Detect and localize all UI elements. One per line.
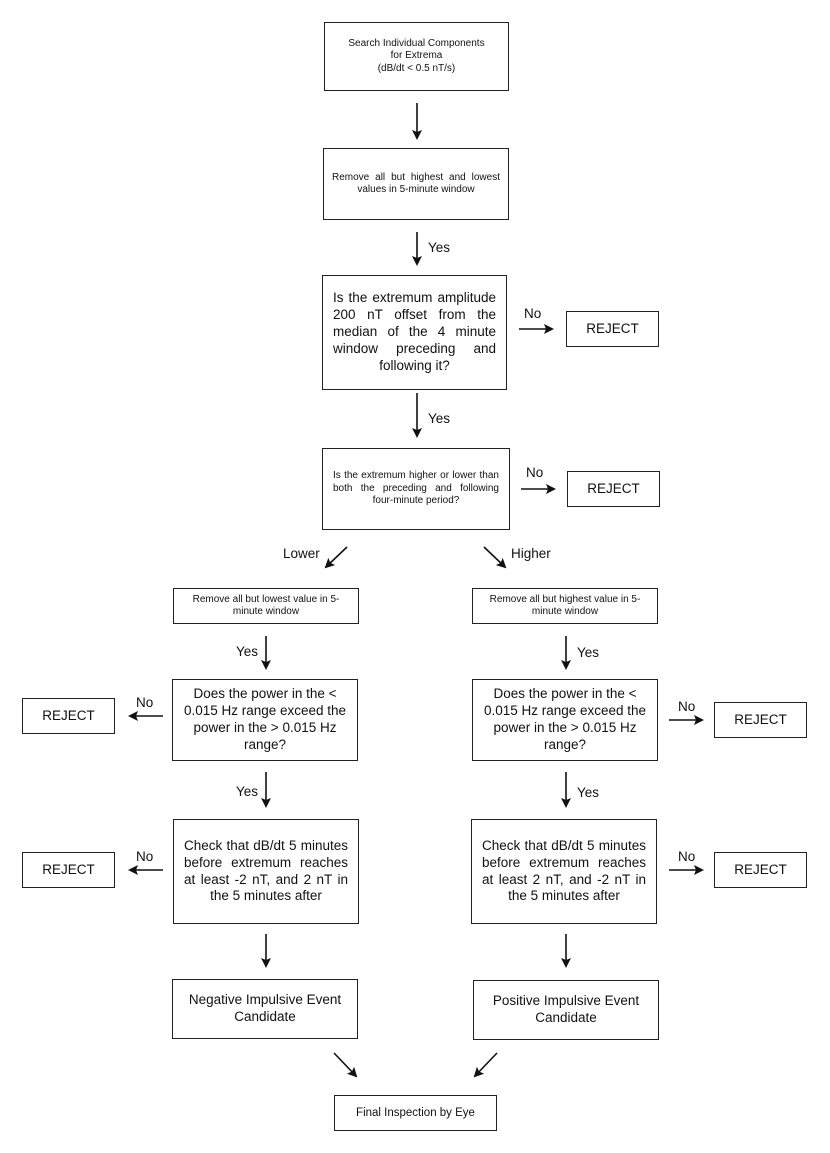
dbdt-check-left-box: Check that dB/dt 5 minutes before extrem…	[173, 819, 359, 924]
edge-label-yes: Yes	[428, 411, 451, 426]
reject-box-dbdt-right: REJECT	[714, 852, 807, 888]
final-inspection-text: Final Inspection by Eye	[356, 1106, 475, 1119]
reject-box-power-right: REJECT	[714, 702, 807, 738]
remove-lowest-box: Remove all but lowest value in 5-minute …	[173, 588, 359, 624]
remove-highest-lowest-text: Remove all but highest and lowest values…	[332, 171, 500, 196]
edge-label-no: No	[678, 849, 696, 864]
edge-label-no: No	[526, 465, 544, 480]
dbdt-check-right-box: Check that dB/dt 5 minutes before extrem…	[471, 819, 657, 924]
reject-box-power-left: REJECT	[22, 698, 115, 734]
search-extrema-line1: Search Individual Components	[348, 37, 485, 49]
edge-label-yes: Yes	[236, 784, 259, 799]
positive-candidate-text: Positive Impulsive Event Candidate	[492, 993, 640, 1025]
edge-label-yes: Yes	[577, 645, 600, 660]
remove-highest-box: Remove all but highest value in 5-minute…	[472, 588, 658, 624]
edge-label-no: No	[136, 849, 154, 864]
edge-label-no: No	[678, 699, 696, 714]
final-inspection-box: Final Inspection by Eye	[334, 1095, 497, 1131]
edge-label-yes: Yes	[577, 785, 600, 800]
dbdt-check-left-text: Check that dB/dt 5 minutes before extrem…	[184, 837, 348, 904]
edge-label-higher: Higher	[511, 546, 551, 561]
reject-label: REJECT	[734, 861, 787, 877]
power-check-left-text: Does the power in the < 0.015 Hz range e…	[183, 686, 347, 752]
positive-candidate-box: Positive Impulsive Event Candidate	[473, 980, 659, 1040]
edge-label-yes: Yes	[236, 644, 259, 659]
remove-lowest-text: Remove all but lowest value in 5-minute …	[192, 593, 340, 618]
reject-box-higher-lower: REJECT	[567, 471, 660, 507]
reject-label: REJECT	[587, 480, 640, 496]
remove-highest-text: Remove all but highest value in 5-minute…	[489, 593, 641, 618]
negative-candidate-box: Negative Impulsive Event Candidate	[172, 979, 358, 1039]
search-extrema-line2: for Extrema	[390, 50, 443, 62]
search-extrema-box: Search Individual Components for Extrema…	[324, 22, 509, 91]
higher-lower-check-text: Is the extremum higher or lower than bot…	[333, 470, 499, 507]
power-check-right-box: Does the power in the < 0.015 Hz range e…	[472, 679, 658, 761]
reject-box-amplitude: REJECT	[566, 311, 659, 347]
edge-label-no: No	[136, 695, 154, 710]
reject-label: REJECT	[734, 711, 787, 727]
amplitude-check-box: Is the extremum amplitude 200 nT offset …	[322, 275, 507, 390]
higher-lower-check-box: Is the extremum higher or lower than bot…	[322, 448, 510, 530]
reject-box-dbdt-left: REJECT	[22, 852, 115, 888]
reject-label: REJECT	[586, 320, 639, 336]
remove-highest-lowest-box: Remove all but highest and lowest values…	[323, 148, 509, 220]
reject-label: REJECT	[42, 707, 95, 723]
dbdt-check-right-text: Check that dB/dt 5 minutes before extrem…	[482, 837, 646, 904]
power-check-left-box: Does the power in the < 0.015 Hz range e…	[172, 679, 358, 761]
edge-label-no: No	[524, 306, 542, 321]
edge-label-lower: Lower	[283, 546, 320, 561]
search-extrema-line3: (dB/dt < 0.5 nT/s)	[377, 62, 456, 74]
power-check-right-text: Does the power in the < 0.015 Hz range e…	[483, 686, 647, 752]
amplitude-check-text: Is the extremum amplitude 200 nT offset …	[333, 290, 496, 373]
negative-candidate-text: Negative Impulsive Event Candidate	[188, 992, 342, 1024]
edge-label-yes: Yes	[428, 240, 451, 255]
reject-label: REJECT	[42, 861, 95, 877]
